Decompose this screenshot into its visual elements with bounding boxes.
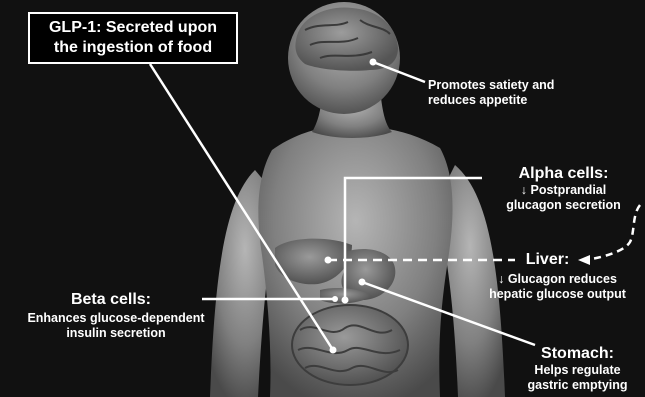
beta-cells-line1: Enhances glucose-dependent xyxy=(0,311,232,326)
stomach-line2: gastric emptying xyxy=(510,378,645,393)
beta-cells-heading: Beta cells: xyxy=(0,290,232,309)
stomach-line1: Helps regulate xyxy=(510,363,645,378)
beta-cells-line2: insulin secretion xyxy=(0,326,232,341)
glp1-title-line1: GLP-1: Secreted upon xyxy=(30,18,236,38)
brain-line2: reduces appetite xyxy=(428,93,554,108)
stomach-label: Stomach: Helps regulate gastric emptying xyxy=(510,344,645,393)
liver-line2: hepatic glucose output xyxy=(470,287,645,302)
alpha-cells-heading: Alpha cells: xyxy=(486,164,641,183)
liver-label: Liver: ↓ Glucagon reduces hepatic glucos… xyxy=(470,250,645,302)
alpha-cells-line1: ↓ Postprandial xyxy=(486,183,641,198)
brain-label: Promotes satiety and reduces appetite xyxy=(428,78,554,108)
stomach-heading: Stomach: xyxy=(510,344,645,363)
alpha-cells-label: Alpha cells: ↓ Postprandial glucagon sec… xyxy=(486,164,641,213)
glp1-title-line2: the ingestion of food xyxy=(30,38,236,58)
intestines xyxy=(292,305,408,385)
liver-line1: ↓ Glucagon reduces xyxy=(470,272,645,287)
alpha-cells-line2: glucagon secretion xyxy=(486,198,641,213)
glp1-title-box: GLP-1: Secreted upon the ingestion of fo… xyxy=(28,12,238,64)
brain-line1: Promotes satiety and xyxy=(428,78,554,93)
beta-cells-label: Beta cells: Enhances glucose-dependent i… xyxy=(0,290,232,341)
liver-heading: Liver: xyxy=(450,250,645,269)
human-body-figure xyxy=(210,2,505,397)
